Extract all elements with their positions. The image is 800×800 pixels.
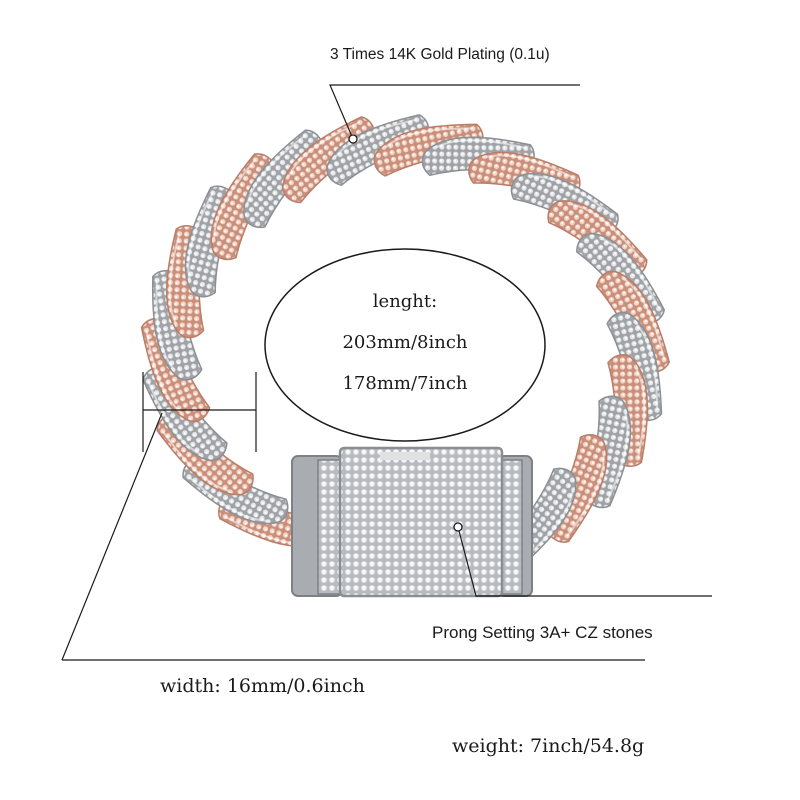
callout-markers [348,134,463,532]
box-clasp [291,446,533,598]
callout-lines [61,84,712,661]
length-ellipse [264,248,546,442]
bracelet-links [140,114,670,570]
weight-label: weight: 7inch/54.8g [452,735,644,757]
setting-label: Prong Setting 3A+ CZ stones [432,623,653,642]
width-label: width: 16mm/0.6inch [160,675,365,697]
length-heading: lenght: [373,291,437,312]
length-8inch: 203mm/8inch [342,332,467,353]
plating-label: 3 Times 14K Gold Plating (0.1u) [330,46,550,63]
length-7inch: 178mm/7inch [342,373,467,394]
